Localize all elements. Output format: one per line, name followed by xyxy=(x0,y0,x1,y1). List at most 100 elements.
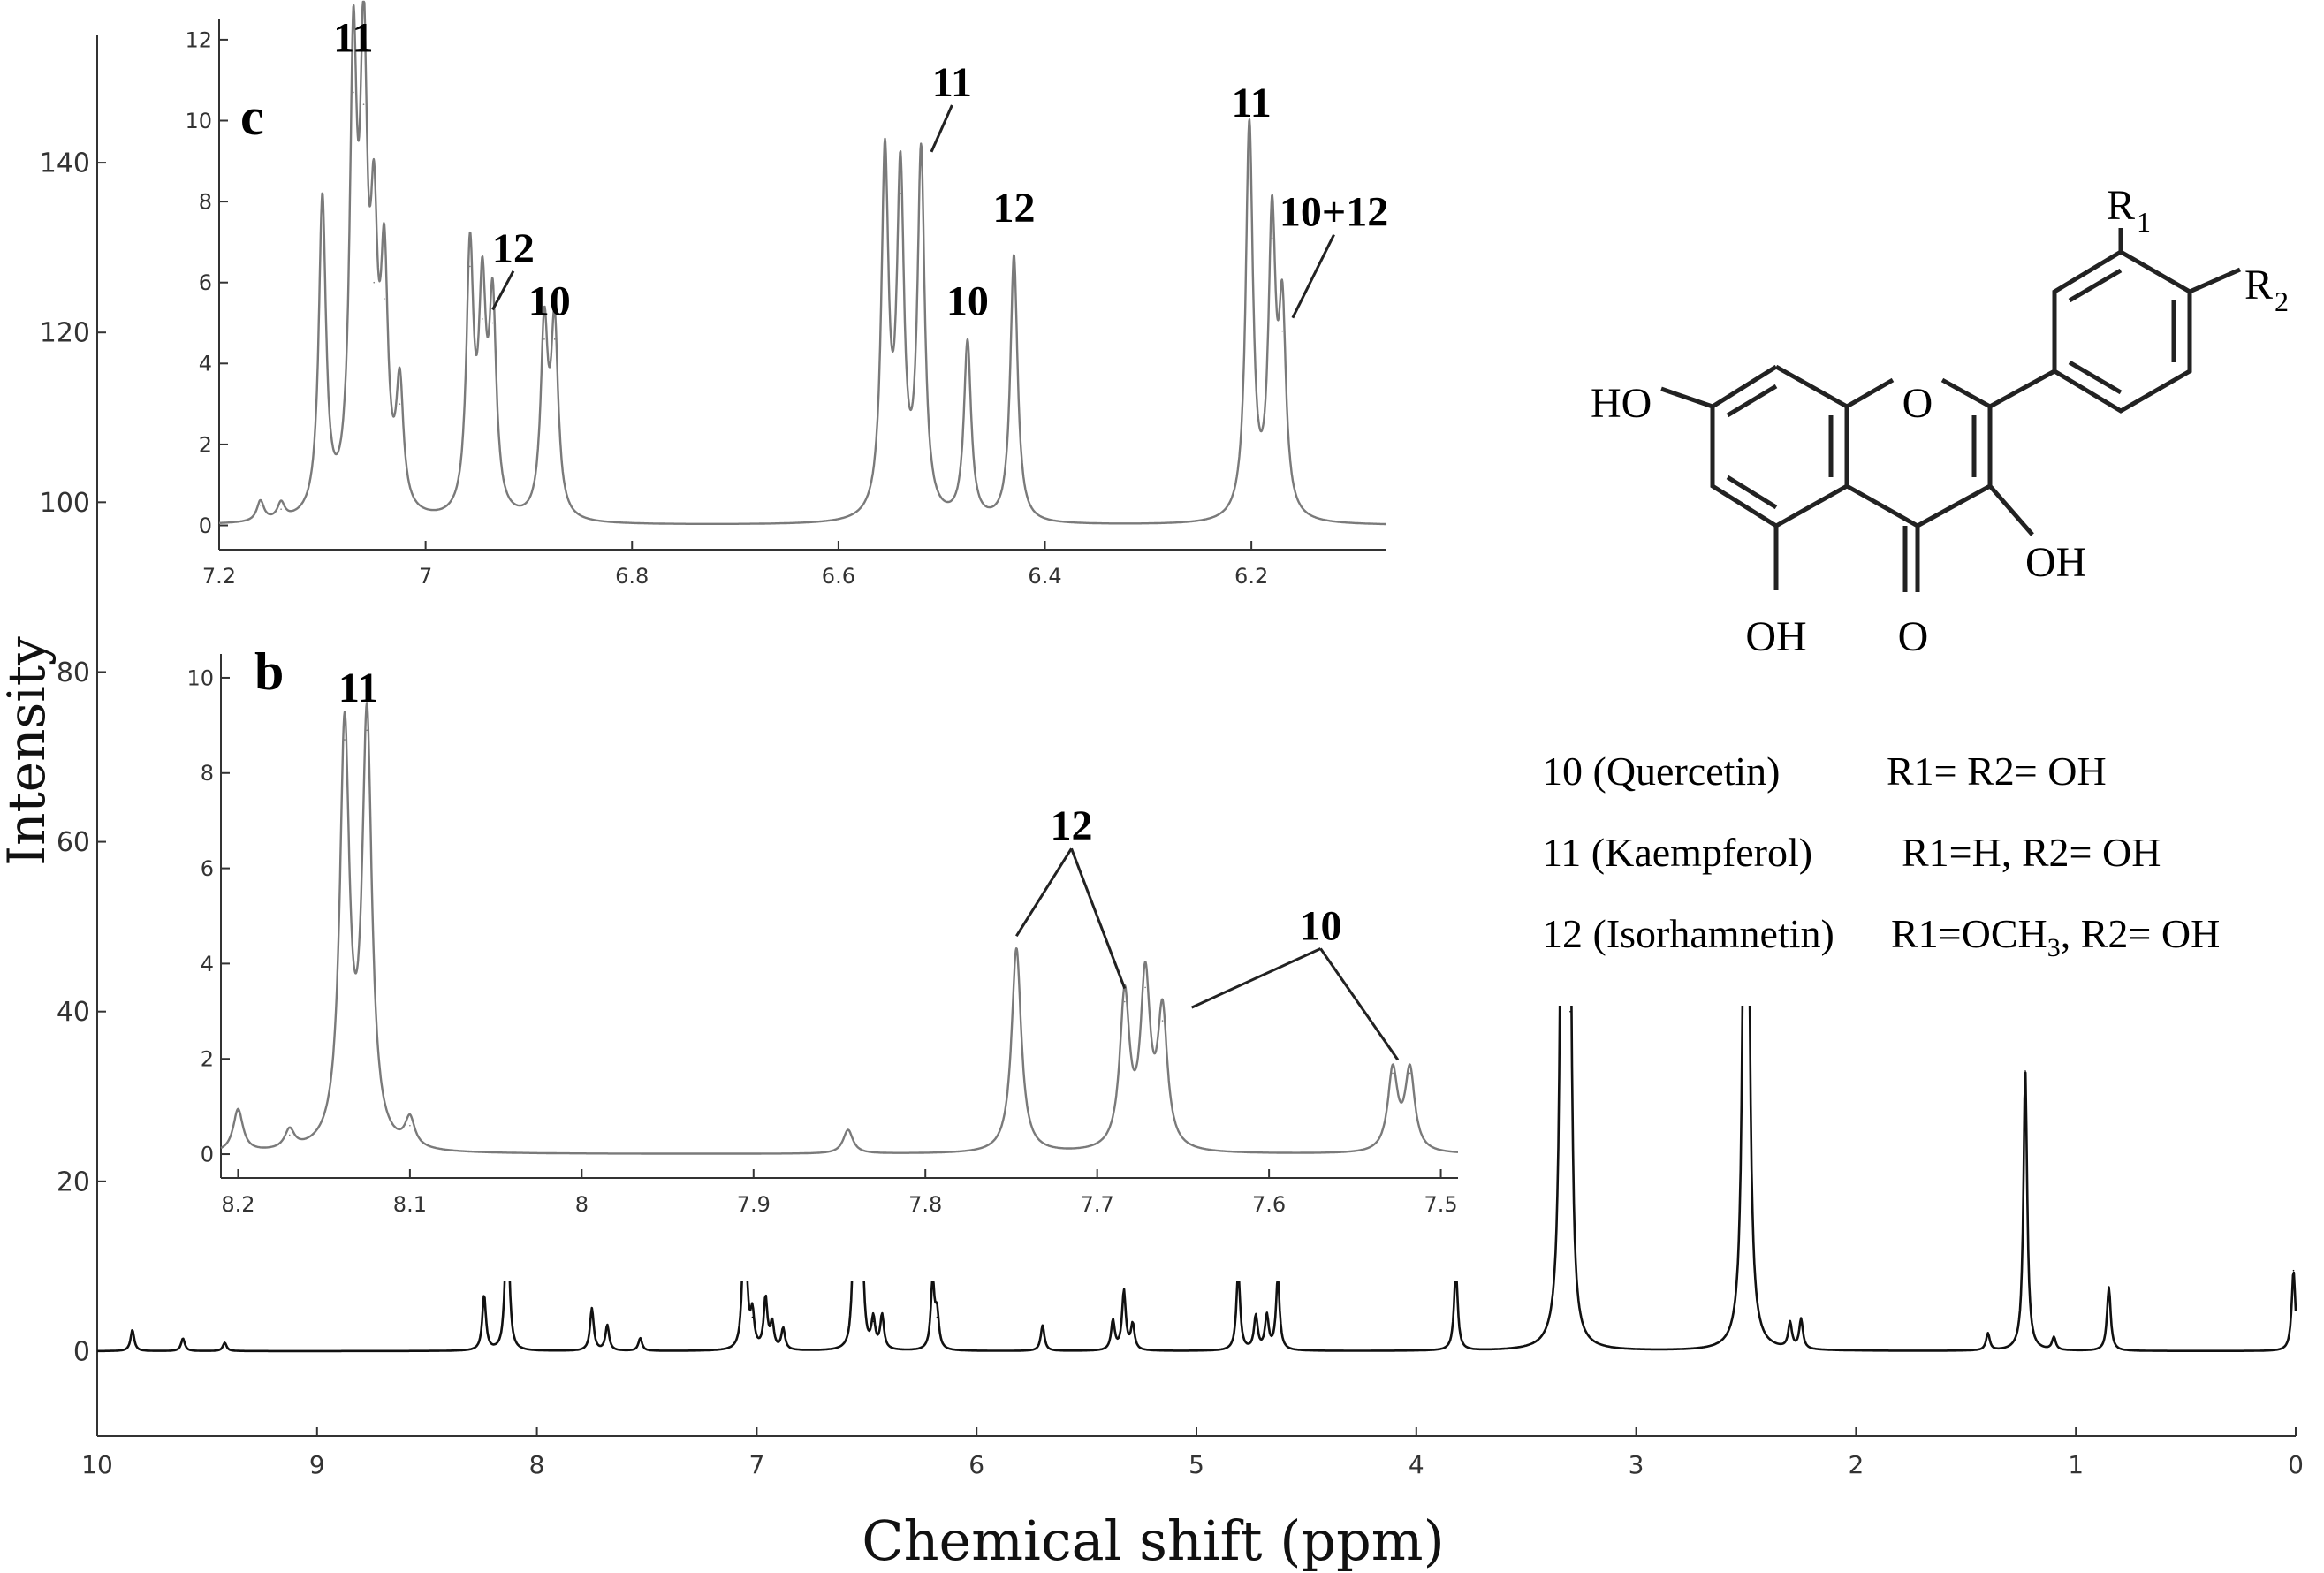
peak-point xyxy=(237,1110,239,1113)
x-tick-label: 6.8 xyxy=(615,564,649,589)
panel-c-trace xyxy=(218,0,1386,526)
y-axis-title: Intensity xyxy=(0,636,57,866)
peak-point xyxy=(847,1129,849,1131)
peak-annotation: 12 xyxy=(492,225,535,272)
compound-11-subst: R1=H, R2= OH xyxy=(1902,830,2161,875)
peak-point xyxy=(1281,330,1283,332)
peak-point xyxy=(280,508,282,510)
peak-point xyxy=(1123,1000,1126,1003)
y-tick-label: 80 xyxy=(57,657,90,688)
peak-point xyxy=(224,1341,226,1344)
peak-point xyxy=(1986,1333,1989,1335)
peak-point xyxy=(1271,237,1273,239)
spectrum-line xyxy=(220,702,1459,1155)
y-tick-label: 100 xyxy=(40,488,90,519)
panel-b-trace xyxy=(220,702,1459,1155)
x-tick-label: 8.1 xyxy=(393,1192,427,1217)
peak-point xyxy=(322,209,323,211)
panel-c-label: c xyxy=(240,87,264,146)
x-tick-label: 4 xyxy=(1409,1450,1424,1479)
y-tick-label: 2 xyxy=(201,1047,214,1072)
peak-point xyxy=(543,338,545,340)
ring-b-double-3 xyxy=(2068,360,2123,395)
peak-point xyxy=(872,1320,875,1323)
x-tick-label: 7.6 xyxy=(1252,1192,1286,1217)
y-tick-label: 6 xyxy=(201,856,214,881)
peak-point xyxy=(259,504,262,506)
peak-point xyxy=(1789,1325,1791,1326)
y-tick-label: 40 xyxy=(57,997,90,1028)
x-tick-label: 2 xyxy=(1848,1450,1864,1479)
compound-12-subst-sub: 3 xyxy=(2047,933,2061,962)
peak-point xyxy=(2108,1287,2110,1288)
peak-point xyxy=(469,265,471,268)
peak-point xyxy=(764,1299,767,1302)
peak-point xyxy=(782,1329,785,1331)
peak-point xyxy=(591,1308,593,1310)
peak-point xyxy=(1042,1325,1044,1326)
peak-point xyxy=(931,1282,934,1284)
y-tick-label: 60 xyxy=(57,827,90,858)
y-tick-label: 120 xyxy=(40,318,90,349)
x-tick-label: 6 xyxy=(968,1450,984,1479)
ring-a-double-1 xyxy=(1726,384,1778,418)
panel-b-axes xyxy=(220,654,1458,1179)
oh-left-bond xyxy=(1660,386,1713,409)
peak-point xyxy=(362,103,365,105)
atom-o-carbonyl: O xyxy=(1898,613,1929,660)
compound-10-subst: R1= R2= OH xyxy=(1887,749,2107,794)
peak-point xyxy=(366,729,368,732)
atom-r2-sub: 2 xyxy=(2275,285,2289,317)
peak-point xyxy=(1569,1010,1571,1013)
peak-point xyxy=(1144,986,1146,989)
x-tick-label: 7.5 xyxy=(1424,1192,1457,1217)
x-tick-label: 7 xyxy=(748,1450,764,1479)
annotation-leader-line xyxy=(1319,947,1400,1061)
atom-r1-sub: 1 xyxy=(2137,206,2151,238)
peak-point xyxy=(751,1316,754,1318)
x-tick-label: 3 xyxy=(1629,1450,1644,1479)
peak-point xyxy=(771,1325,773,1326)
compound-12-subst-pre: R1=OCH xyxy=(1891,911,2047,956)
peak-annotation: 12 xyxy=(1051,802,1093,849)
y-tick-label: 12 xyxy=(185,27,212,52)
y-tick-label: 10 xyxy=(185,109,212,133)
peak-point xyxy=(606,1325,609,1326)
x-tick-label: 9 xyxy=(309,1450,325,1479)
peak-annotation: 10+12 xyxy=(1280,189,1388,236)
peak-point xyxy=(288,1134,291,1136)
x-tick-label: 6.6 xyxy=(822,564,855,589)
y-tick-label: 8 xyxy=(201,761,214,786)
panel-c-axes xyxy=(218,19,1386,551)
atom-r1: R xyxy=(2107,182,2135,229)
peak-point xyxy=(936,1316,938,1318)
x-tick-label: 10 xyxy=(81,1450,113,1479)
x-tick-label: 0 xyxy=(2288,1450,2304,1479)
compound-10-name: 10 (Quercetin) xyxy=(1542,749,1781,794)
peak-point xyxy=(1112,1320,1114,1323)
y-tick-label: 20 xyxy=(57,1166,90,1197)
atom-o-ring: O xyxy=(1902,380,1933,427)
peak-annotation: 10 xyxy=(946,277,989,324)
ring-b-double-1 xyxy=(2068,268,2123,303)
x-tick-label: 6.2 xyxy=(1234,564,1268,589)
compound-table: 10 (Quercetin) R1= R2= OH 11 (Kaempferol… xyxy=(1542,749,2220,962)
peak-annotation: 11 xyxy=(932,59,972,106)
peak-point xyxy=(353,91,354,94)
y-tick-label: 10 xyxy=(186,665,214,690)
peak-point xyxy=(482,318,483,320)
peak-point xyxy=(1409,1072,1411,1075)
x-axis-title: Chemical shift (ppm) xyxy=(862,1508,1445,1573)
peak-point xyxy=(1249,132,1250,134)
y-tick-label: 0 xyxy=(199,513,212,538)
x-tick-label: 1 xyxy=(2068,1450,2084,1479)
y-tick-label: 0 xyxy=(73,1336,90,1367)
y-tick-label: 8 xyxy=(199,190,212,215)
spectrum-line xyxy=(218,0,1386,526)
r2-bond xyxy=(2188,267,2242,294)
ring-b-link xyxy=(1988,369,2056,409)
x-tick-label: 8.2 xyxy=(221,1192,254,1217)
panel-c-background xyxy=(141,0,1414,619)
